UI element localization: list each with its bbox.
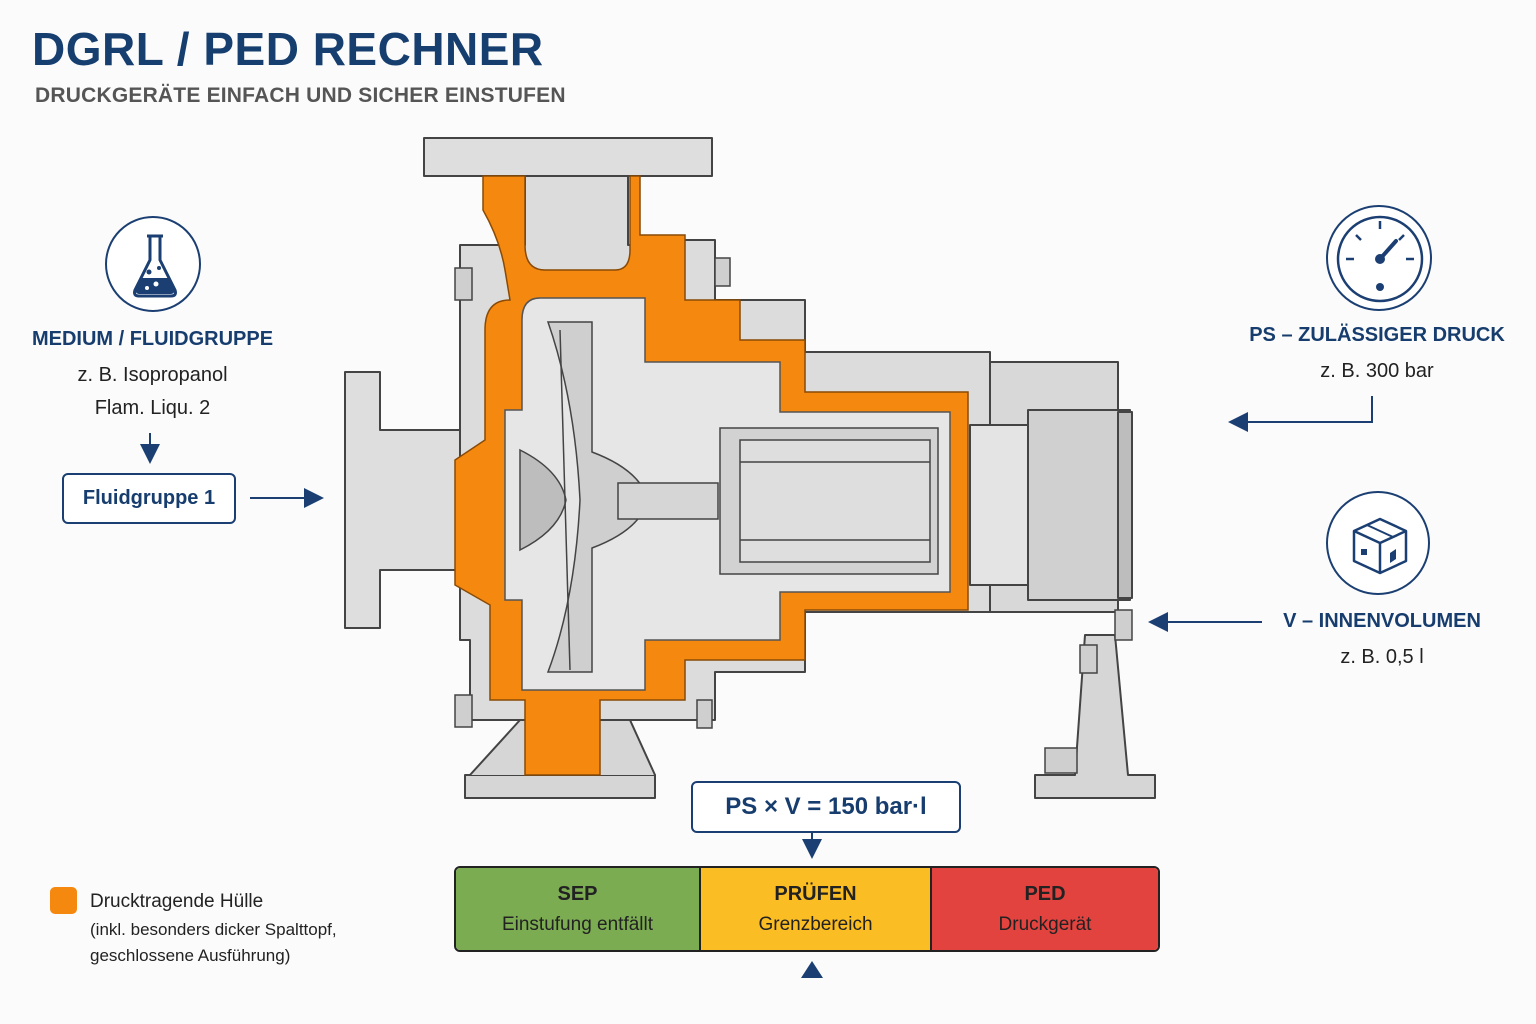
legend-note-line2: geschlossene Ausführung): [90, 946, 291, 965]
page-subtitle: DRUCKGERÄTE EINFACH UND SICHER EINSTUFEN: [35, 84, 566, 107]
segment-subtitle: Druckgerät: [998, 913, 1092, 935]
flask-icon: [105, 216, 201, 312]
discharge-flange: [423, 137, 713, 177]
fluid-group-result[interactable]: Fluidgruppe 1: [62, 473, 236, 524]
fluid-group-label: Fluidgruppe 1: [82, 487, 216, 509]
rear-support-foot: [1034, 634, 1156, 799]
shaft: [617, 482, 719, 520]
segment-title: PRÜFEN: [774, 882, 857, 905]
segment-subtitle: Grenzbereich: [758, 913, 873, 935]
page-title: DGRL / PED RECHNER: [32, 23, 544, 75]
medium-classification: Flam. Liqu. 2: [94, 397, 211, 419]
legend-note-line1: (inkl. besonders dicker Spalttopf,: [90, 920, 337, 939]
scale-segment-ped[interactable]: PED Druckgerät: [930, 868, 1158, 950]
pressure-gauge-icon: [1326, 205, 1432, 311]
volume-box-icon: [1326, 491, 1430, 595]
medium-example: z. B. Isopropanol: [77, 364, 228, 386]
segment-title: PED: [1024, 882, 1066, 905]
scale-pointer-triangle: [801, 961, 823, 978]
legend-label: Drucktragende Hülle: [90, 891, 264, 912]
pressure-example: z. B. 300 bar: [1320, 360, 1434, 382]
legend-swatch-pressure-hull: [50, 887, 77, 914]
scale-segment-sep[interactable]: SEP Einstufung entfällt: [456, 868, 699, 950]
formula-text: PS × V = 150 bar·l: [725, 793, 927, 820]
formula-result[interactable]: PS × V = 150 bar·l: [691, 781, 961, 833]
scale-segment-pruefen[interactable]: PRÜFEN Grenzbereich: [699, 868, 930, 950]
arrow-pressure-to-pump: [1228, 396, 1373, 432]
segment-subtitle: Einstufung entfällt: [501, 913, 654, 935]
pressure-heading: PS – ZULÄSSIGER DRUCK: [1249, 324, 1505, 346]
medium-heading: MEDIUM / FLUIDGRUPPE: [31, 328, 274, 350]
volume-heading: V – INNENVOLUMEN: [1283, 610, 1481, 632]
segment-title: SEP: [557, 882, 598, 905]
volume-example: z. B. 0,5 l: [1340, 646, 1424, 668]
classification-scale: SEP Einstufung entfällt PRÜFEN Grenzbere…: [454, 866, 1160, 952]
